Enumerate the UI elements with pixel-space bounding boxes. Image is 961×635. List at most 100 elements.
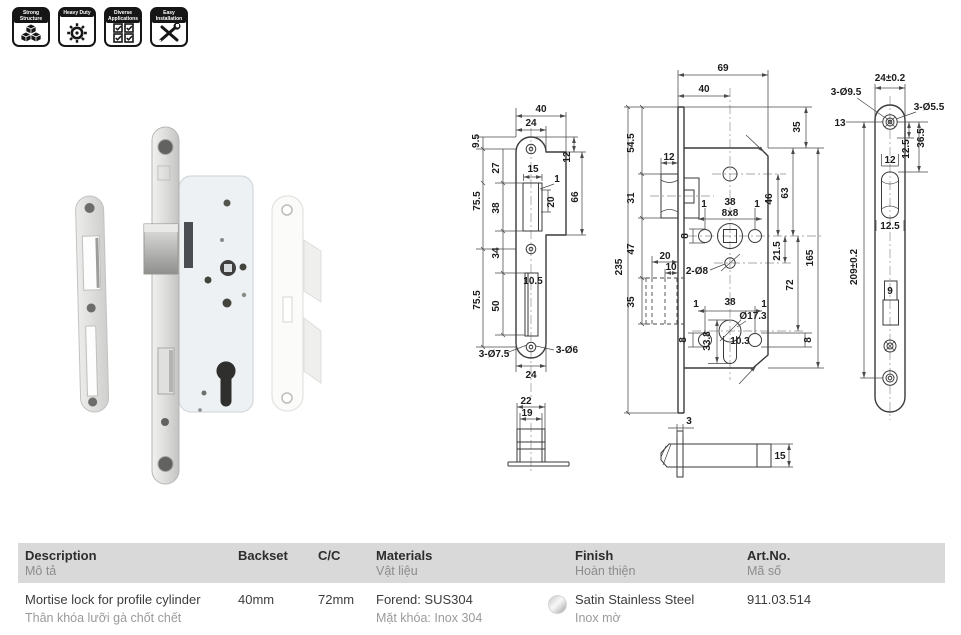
product-photo <box>75 126 322 485</box>
col-description-header: Description <box>25 548 97 563</box>
svg-text:1: 1 <box>754 199 760 210</box>
svg-text:1: 1 <box>554 174 560 185</box>
svg-text:10: 10 <box>665 262 677 273</box>
dust-box-drawing <box>507 403 570 472</box>
svg-text:3: 3 <box>686 416 692 427</box>
svg-text:36.5: 36.5 <box>916 128 927 148</box>
svg-text:24: 24 <box>525 118 537 129</box>
svg-text:54.5: 54.5 <box>626 133 637 153</box>
svg-text:75.5: 75.5 <box>472 191 483 211</box>
svg-text:24: 24 <box>525 370 537 381</box>
svg-text:22: 22 <box>520 396 532 407</box>
svg-text:8: 8 <box>803 337 814 343</box>
svg-text:3-Ø7.5: 3-Ø7.5 <box>479 349 510 360</box>
svg-text:38: 38 <box>724 197 736 208</box>
cell-materials-vi: Mặt khóa: Inox 304 <box>376 611 483 625</box>
svg-text:8: 8 <box>680 233 691 239</box>
lock-faceplate-drawing: 24±0.23-Ø9.5133-Ø5.536.512.51212.5209±0.… <box>831 73 945 420</box>
right-strike-box-image <box>271 195 322 412</box>
svg-text:15: 15 <box>527 164 539 175</box>
svg-text:35: 35 <box>792 121 803 133</box>
svg-text:47: 47 <box>626 243 637 255</box>
svg-text:33.8: 33.8 <box>702 331 713 351</box>
badge-heavy-duty: Heavy Duty <box>58 7 96 47</box>
svg-text:63: 63 <box>780 187 791 199</box>
svg-text:19: 19 <box>521 408 533 419</box>
col-artno-subheader: Mã số <box>747 564 782 578</box>
col-cc-header: C/C <box>318 548 341 563</box>
svg-text:8: 8 <box>678 337 689 343</box>
cubes-icon <box>14 21 48 45</box>
svg-text:165: 165 <box>805 249 816 266</box>
col-description-subheader: Mô tả <box>25 564 57 578</box>
svg-text:72: 72 <box>785 279 796 291</box>
svg-text:27: 27 <box>491 162 502 174</box>
svg-text:35: 35 <box>626 296 637 308</box>
badge-label: Strong Structure <box>14 9 48 23</box>
svg-text:12.5: 12.5 <box>880 221 900 232</box>
svg-text:Ø17.3: Ø17.3 <box>739 311 767 322</box>
cell-description-vi: Thân khóa lưỡi gà chốt chết <box>25 611 182 625</box>
lock-body-image <box>178 175 254 413</box>
svg-text:2-Ø8: 2-Ø8 <box>686 266 709 277</box>
col-materials-subheader: Vật liệu <box>376 564 418 578</box>
badge-easy-installation: Easy Installation <box>150 7 188 47</box>
svg-text:40: 40 <box>698 84 710 95</box>
gear-icon <box>60 21 94 45</box>
feature-badges: Strong Structure Heavy Duty <box>12 7 188 47</box>
svg-text:10.3: 10.3 <box>730 336 750 347</box>
svg-text:9: 9 <box>887 286 893 297</box>
svg-text:38: 38 <box>491 202 502 214</box>
svg-text:235: 235 <box>614 258 625 275</box>
tech-drawing: 40249.52738345075.575.512661512010.53-Ø7… <box>471 63 945 478</box>
cell-finish-vi: Inox mờ <box>575 611 621 625</box>
cell-materials: Forend: SUS304 <box>376 592 473 607</box>
cell-description: Mortise lock for profile cylinder <box>25 592 201 607</box>
cell-finish: Satin Stainless Steel <box>575 592 695 607</box>
svg-text:15: 15 <box>774 451 786 462</box>
checklist-icon <box>106 21 140 45</box>
svg-text:1: 1 <box>693 299 699 310</box>
left-strike-plate-image <box>75 195 110 413</box>
badge-label: Heavy Duty <box>60 9 94 17</box>
svg-text:9.5: 9.5 <box>471 134 482 148</box>
svg-text:46: 46 <box>764 193 775 205</box>
spec-table: Description Mô tả Backset C/C Materials … <box>18 543 945 626</box>
strike-plate-drawing: 40249.52738345075.575.512661512010.53-Ø7… <box>471 104 586 398</box>
cell-cc: 72mm <box>318 592 355 607</box>
cell-backset: 40mm <box>238 592 275 607</box>
svg-text:38: 38 <box>724 297 736 308</box>
col-backset-header: Backset <box>238 548 288 563</box>
lock-faceplate-image <box>143 126 180 485</box>
svg-text:75.5: 75.5 <box>472 290 483 310</box>
svg-text:20: 20 <box>546 196 557 208</box>
finish-swatch <box>548 595 567 614</box>
svg-text:12: 12 <box>884 155 896 166</box>
col-artno-header: Art.No. <box>747 548 791 563</box>
svg-text:40: 40 <box>535 104 547 115</box>
svg-text:3-Ø9.5: 3-Ø9.5 <box>831 87 862 98</box>
badge-diverse-applications: Diverse Applications <box>104 7 142 47</box>
svg-text:69: 69 <box>717 63 729 74</box>
cell-artno: 911.03.514 <box>747 592 812 607</box>
svg-text:209±0.2: 209±0.2 <box>849 249 860 286</box>
tools-icon <box>152 21 186 45</box>
col-finish-subheader: Hoàn thiện <box>575 564 636 578</box>
spec-table-row: Mortise lock for profile cylinder Thân k… <box>18 592 945 626</box>
badge-label: Easy Installation <box>152 9 186 23</box>
svg-text:3-Ø6: 3-Ø6 <box>556 345 579 356</box>
svg-text:66: 66 <box>570 191 581 203</box>
svg-text:12: 12 <box>663 152 675 163</box>
svg-text:3-Ø5.5: 3-Ø5.5 <box>914 102 945 113</box>
spec-table-header: Description Mô tả Backset C/C Materials … <box>18 543 945 583</box>
svg-text:50: 50 <box>491 300 502 312</box>
badge-strong-structure: Strong Structure <box>12 7 50 47</box>
svg-text:10.5: 10.5 <box>523 276 543 287</box>
svg-text:8x8: 8x8 <box>722 208 739 219</box>
svg-text:1: 1 <box>701 199 707 210</box>
svg-text:1: 1 <box>761 299 767 310</box>
svg-text:34: 34 <box>491 247 502 259</box>
svg-text:24±0.2: 24±0.2 <box>875 73 906 84</box>
